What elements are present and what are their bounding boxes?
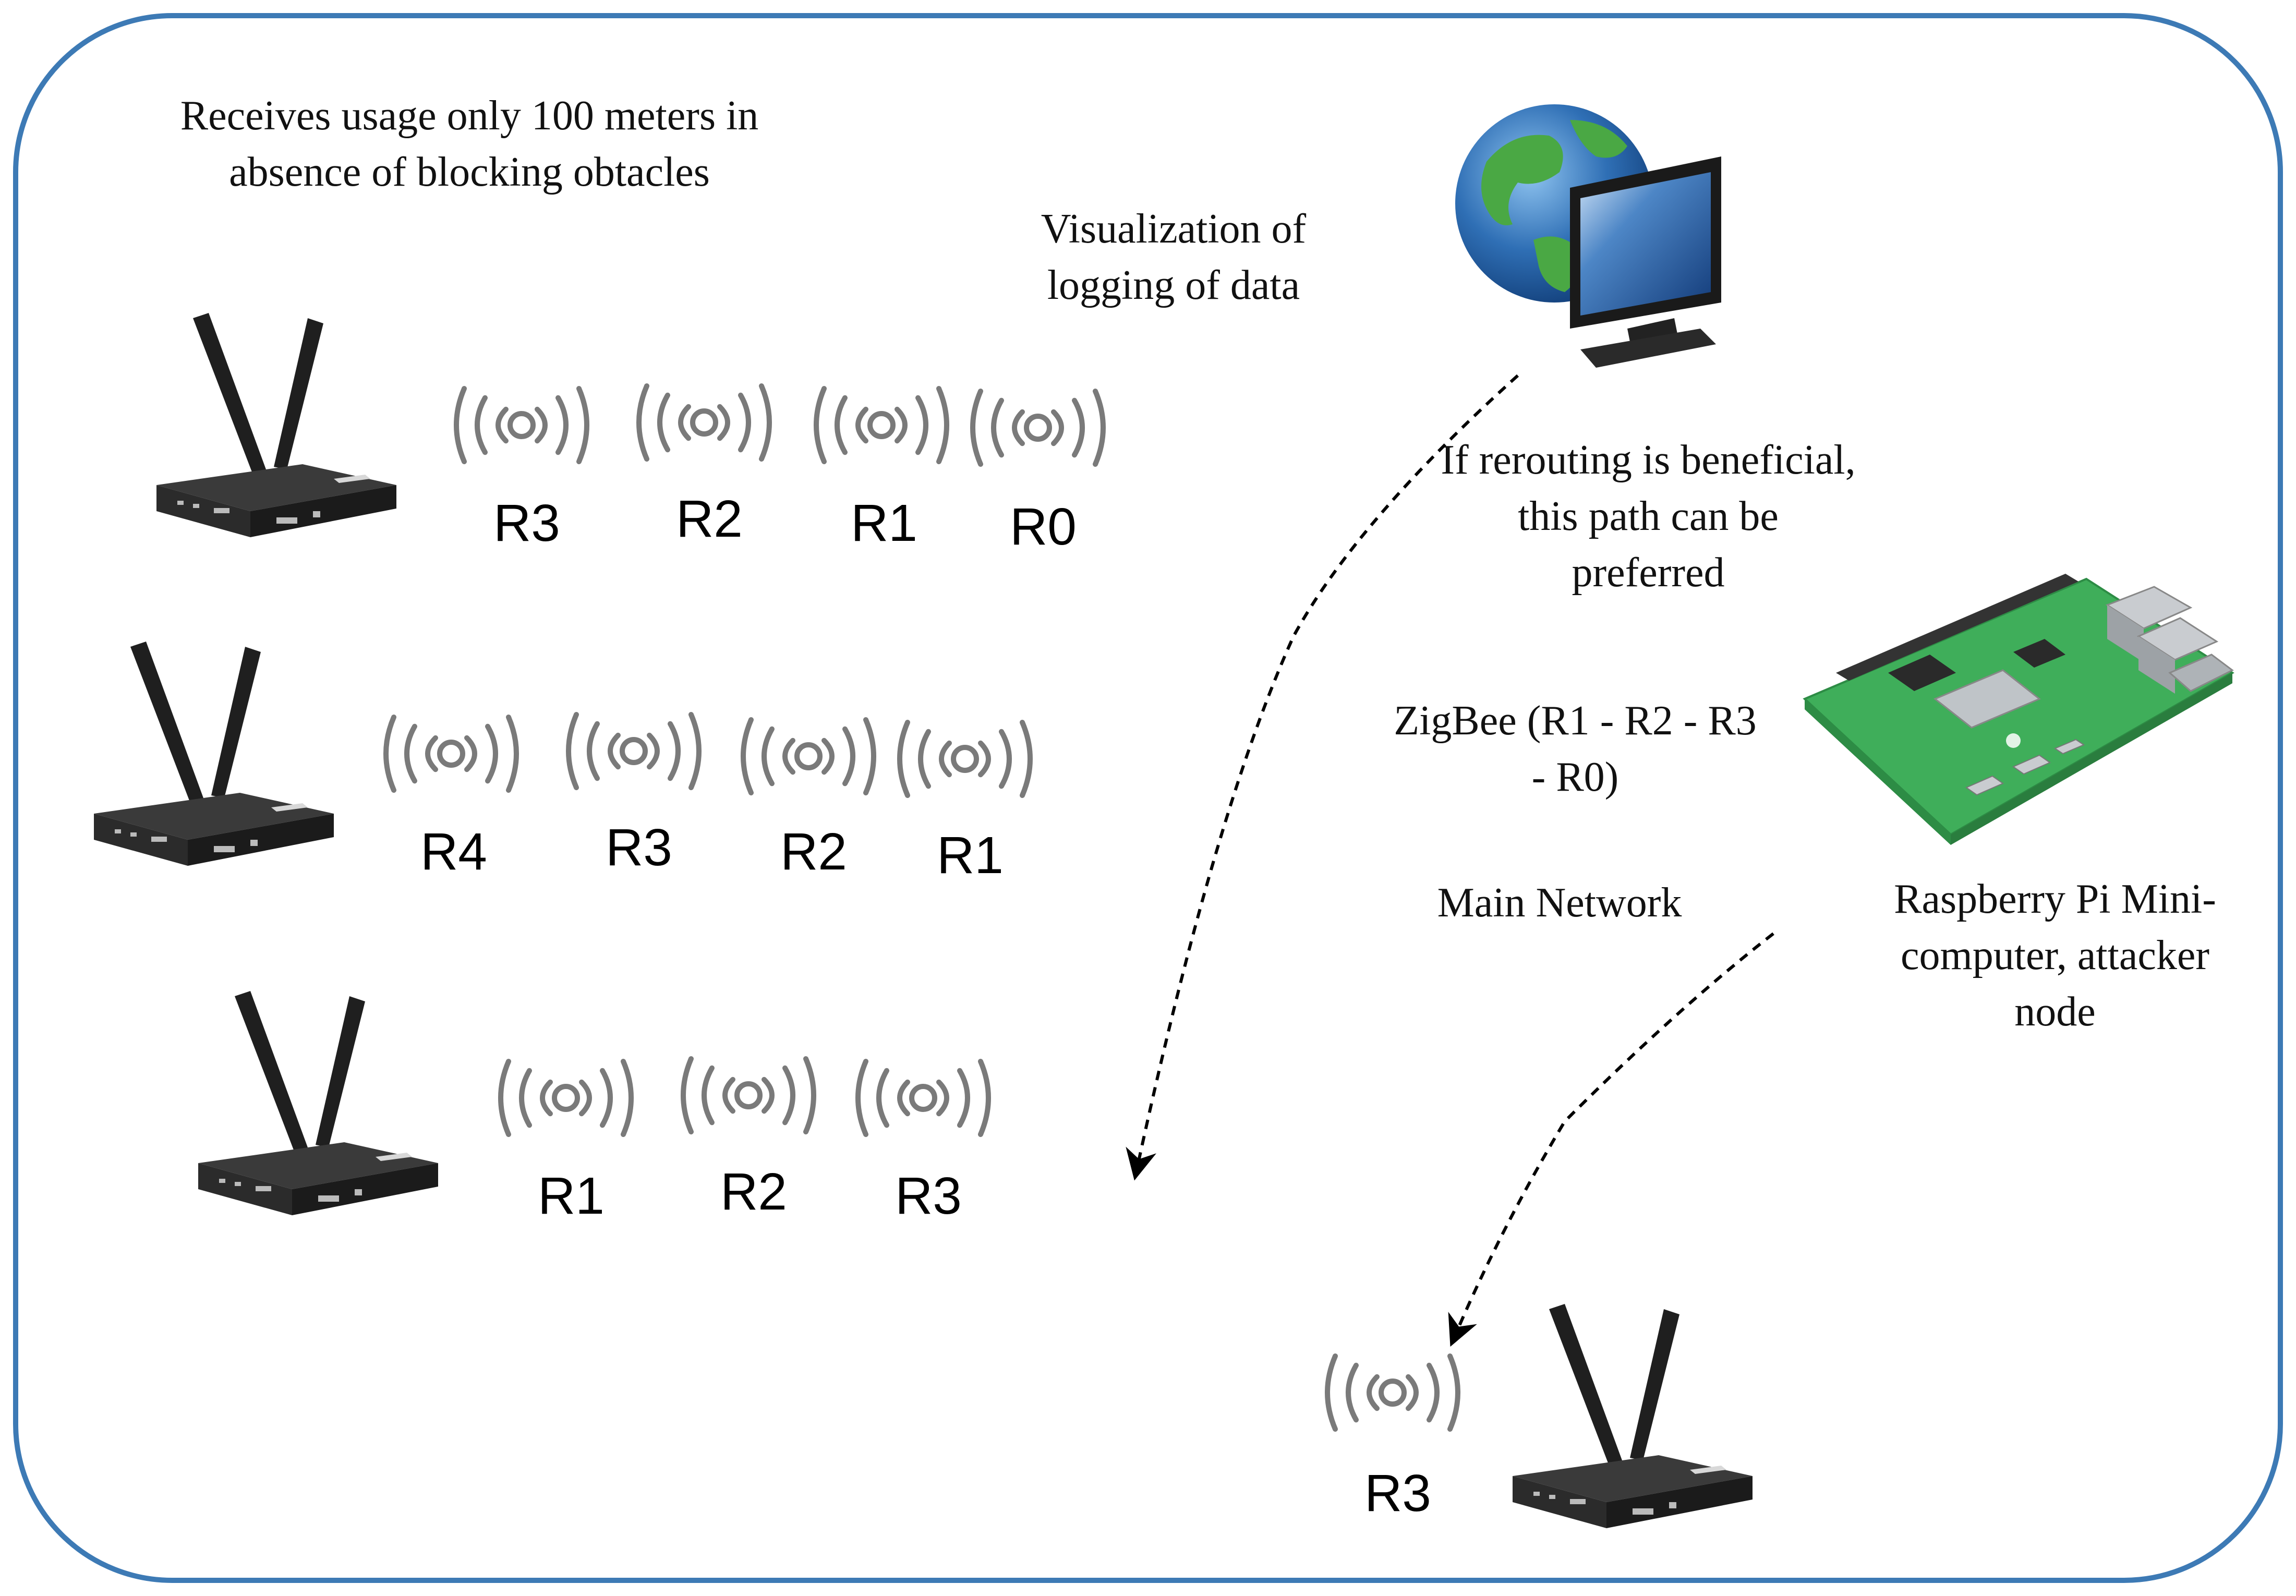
node-label: R1 bbox=[538, 1167, 605, 1225]
node-label: R4 bbox=[420, 823, 487, 881]
wifi-signal-icon bbox=[845, 1056, 1001, 1140]
range-note: Receives usage only 100 meters in absenc… bbox=[180, 93, 759, 195]
node-label: R2 bbox=[780, 823, 847, 881]
node-label: R3 bbox=[606, 818, 672, 877]
wifi-signal-icon bbox=[626, 381, 782, 464]
wifi-signal-icon bbox=[443, 383, 600, 467]
wifi-signal-icon bbox=[488, 1056, 644, 1140]
wifi-signal-icon bbox=[1314, 1351, 1471, 1434]
router-icon bbox=[146, 313, 396, 542]
reroute-arrow bbox=[1126, 374, 1519, 1181]
attack-arrow bbox=[1448, 932, 1774, 1347]
wifi-signal-icon bbox=[887, 717, 1043, 801]
zigbee-note: ZigBee (R1 - R2 - R3 - R0) bbox=[1394, 698, 1757, 800]
globe-monitor-icon bbox=[1455, 104, 1721, 368]
router-icon bbox=[1502, 1304, 1753, 1533]
router-icon bbox=[188, 991, 438, 1220]
wifi-signal-icon bbox=[730, 715, 887, 798]
node-label: R0 bbox=[1010, 498, 1077, 556]
raspberry-pi-note: Raspberry Pi Mini-computer, attacker nod… bbox=[1894, 876, 2216, 1035]
router-icon bbox=[83, 642, 334, 871]
node-label: R1 bbox=[937, 826, 1004, 885]
main-network-note: Main Network bbox=[1437, 880, 1682, 926]
wifi-signal-icon bbox=[803, 383, 960, 467]
wifi-signal-icon bbox=[670, 1054, 827, 1137]
visualization-note: Visualization of logging of data bbox=[1041, 206, 1307, 308]
raspberry-pi-board-icon bbox=[1803, 574, 2234, 845]
node-label: R3 bbox=[1364, 1464, 1431, 1522]
node-label: R3 bbox=[493, 494, 560, 552]
node-label: R3 bbox=[895, 1167, 962, 1225]
node-label: R1 bbox=[851, 494, 917, 552]
reroute-note: If rerouting is beneficial, this path ca… bbox=[1441, 437, 1856, 596]
wifi-signal-icon bbox=[373, 712, 529, 795]
wifi-signal-icon bbox=[555, 709, 712, 793]
node-label: R2 bbox=[676, 490, 743, 548]
node-label: R2 bbox=[720, 1163, 787, 1221]
wifi-signal-icon bbox=[960, 386, 1116, 469]
